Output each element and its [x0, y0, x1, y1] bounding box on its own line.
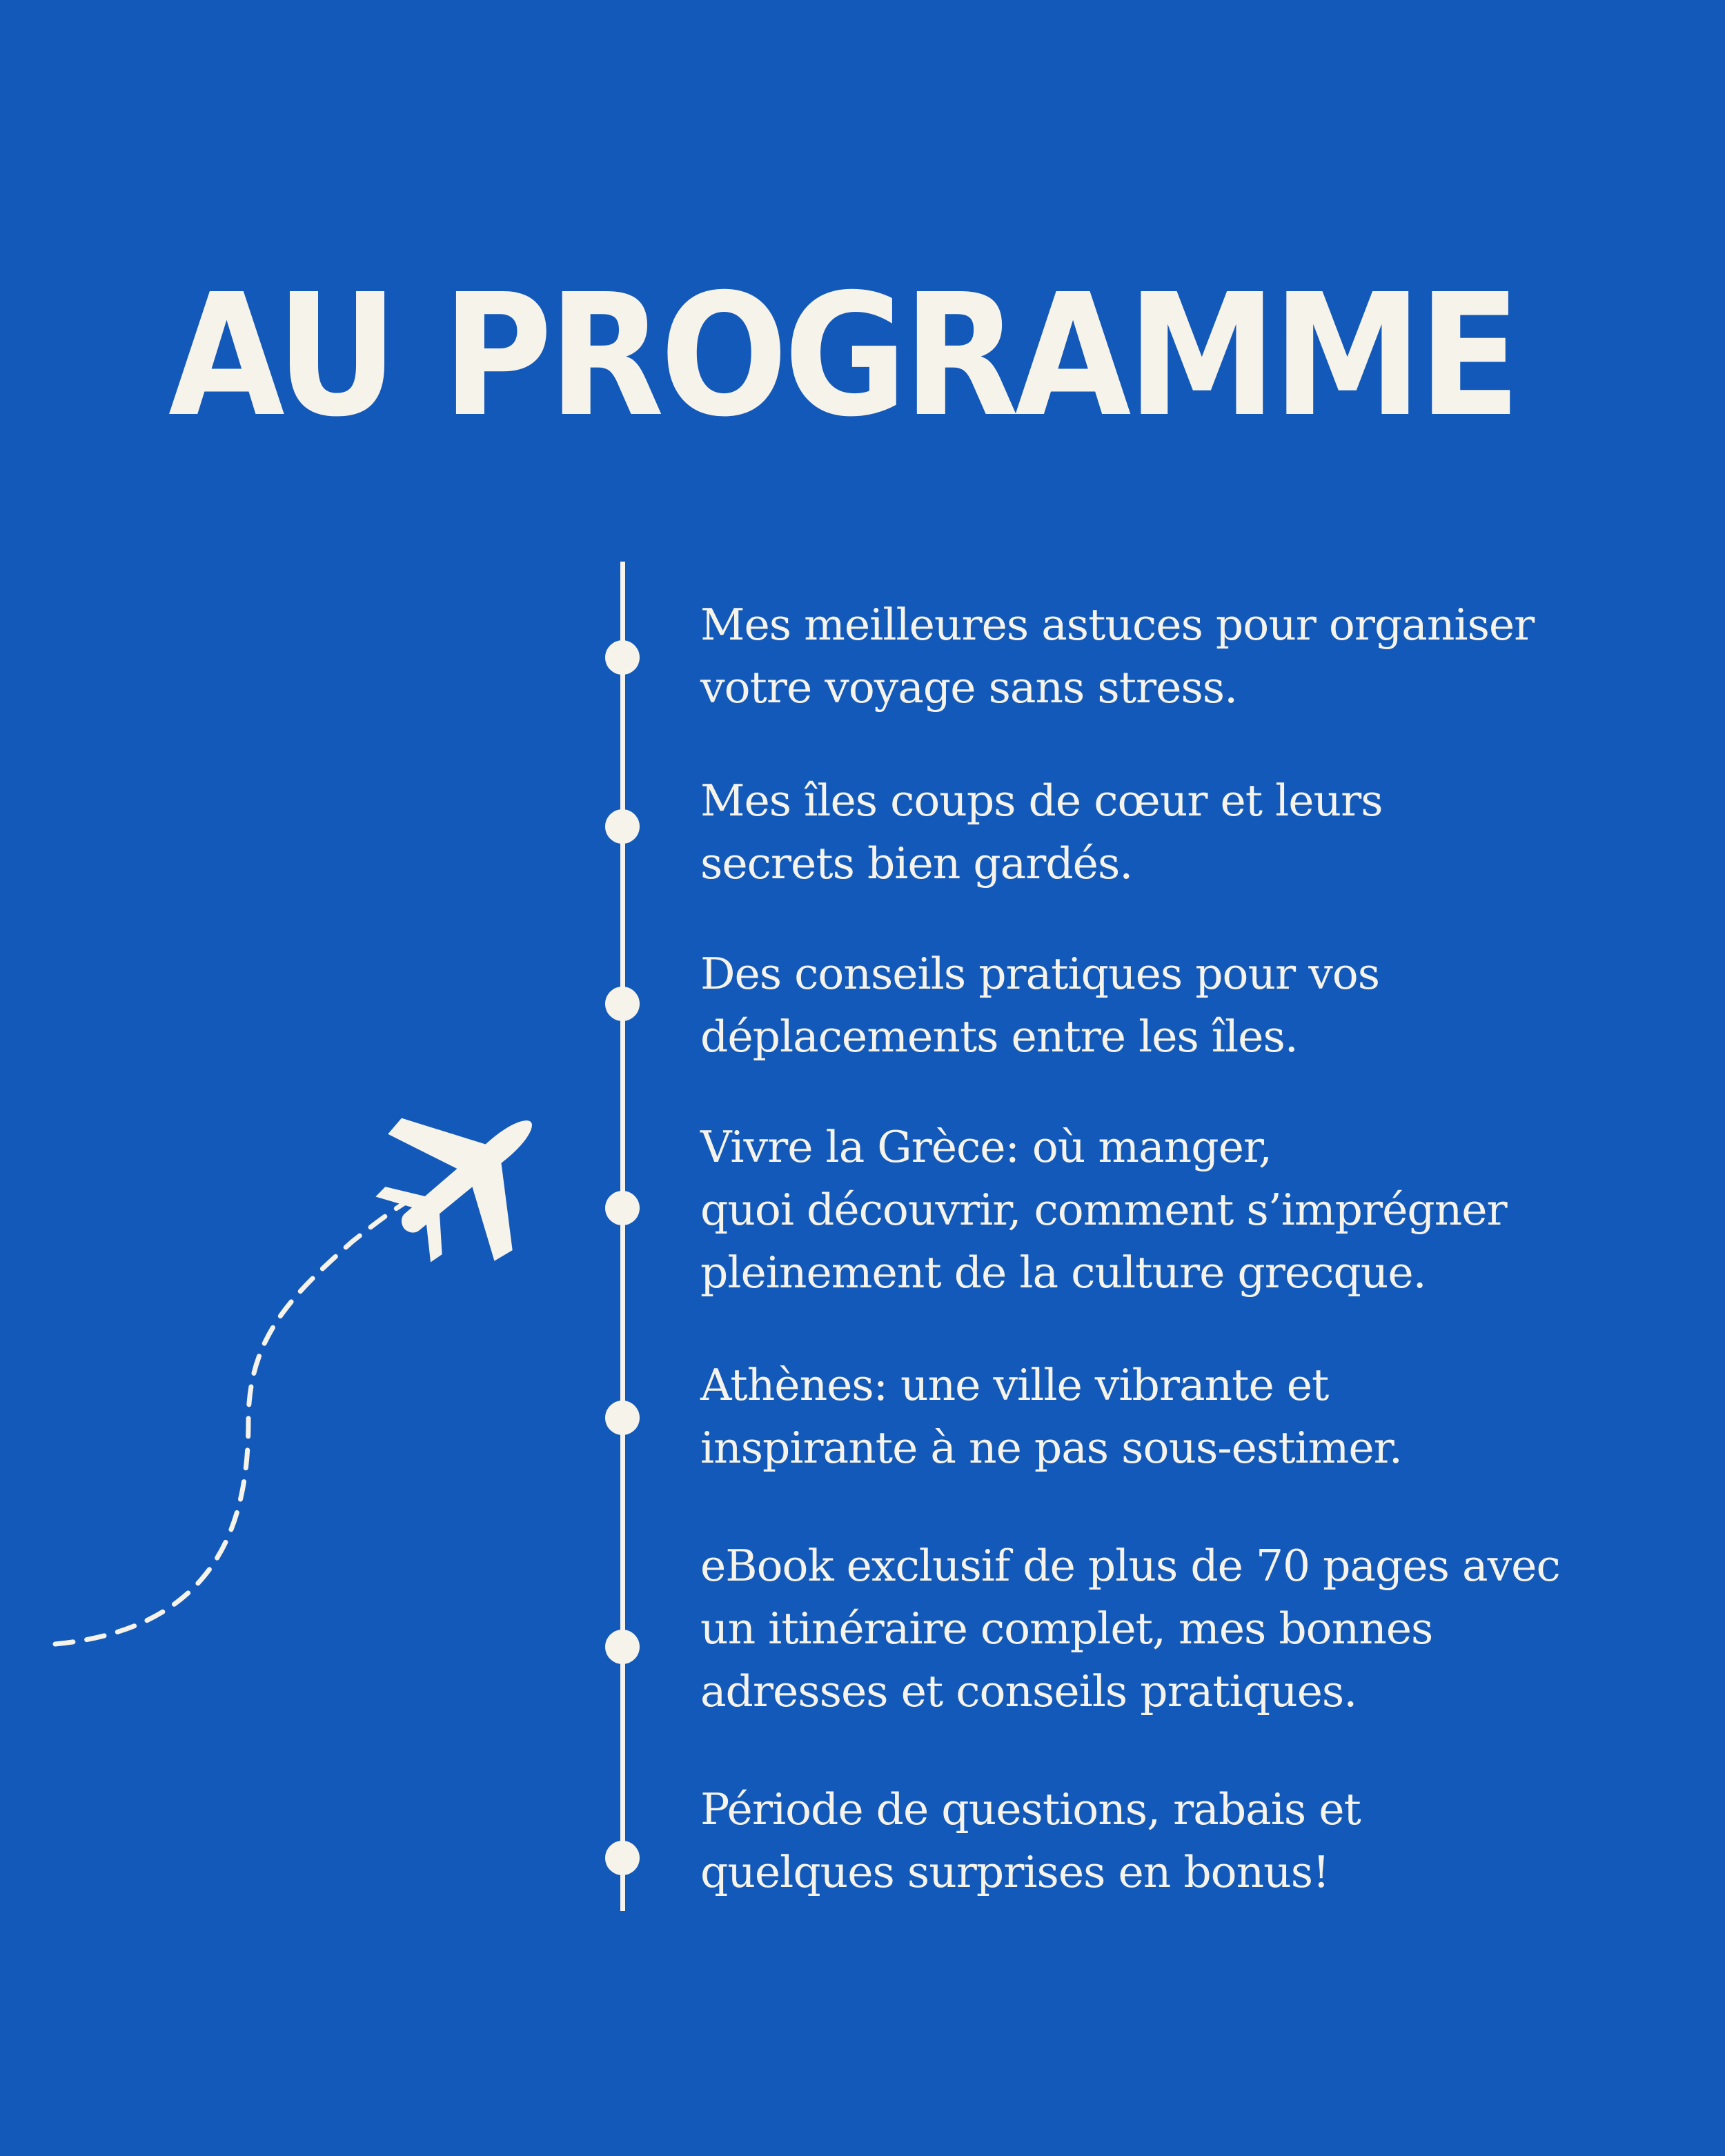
- program-item-5: Athènes: une ville vibrante et inspirant…: [700, 1360, 1403, 1473]
- timeline-dot-6: [605, 1630, 640, 1664]
- page-title: AU PROGRAMME: [168, 258, 1521, 455]
- timeline-line: [620, 562, 625, 1911]
- program-item-4: Vivre la Grèce: où manger, quoi découvri…: [700, 1122, 1508, 1298]
- program-item-2: Mes îles coups de cœur et leurs secrets …: [700, 775, 1383, 889]
- dashed-flight-path: [52, 1191, 424, 1647]
- timeline-dot-3: [605, 987, 640, 1021]
- timeline-dot-5: [605, 1401, 640, 1435]
- timeline-dot-2: [605, 809, 640, 844]
- program-item-7: Période de questions, rabais et quelques…: [700, 1784, 1361, 1897]
- airplane-icon: [375, 1118, 532, 1263]
- timeline-dot-4: [605, 1191, 640, 1225]
- program-item-3: Des conseils pratiques pour vos déplacem…: [700, 949, 1380, 1062]
- timeline-dot-1: [605, 640, 640, 675]
- program-item-6: eBook exclusif de plus de 70 pages avec …: [700, 1541, 1561, 1717]
- timeline-dot-7: [605, 1841, 640, 1875]
- program-item-1: Mes meilleures astuces pour organiser vo…: [700, 600, 1535, 713]
